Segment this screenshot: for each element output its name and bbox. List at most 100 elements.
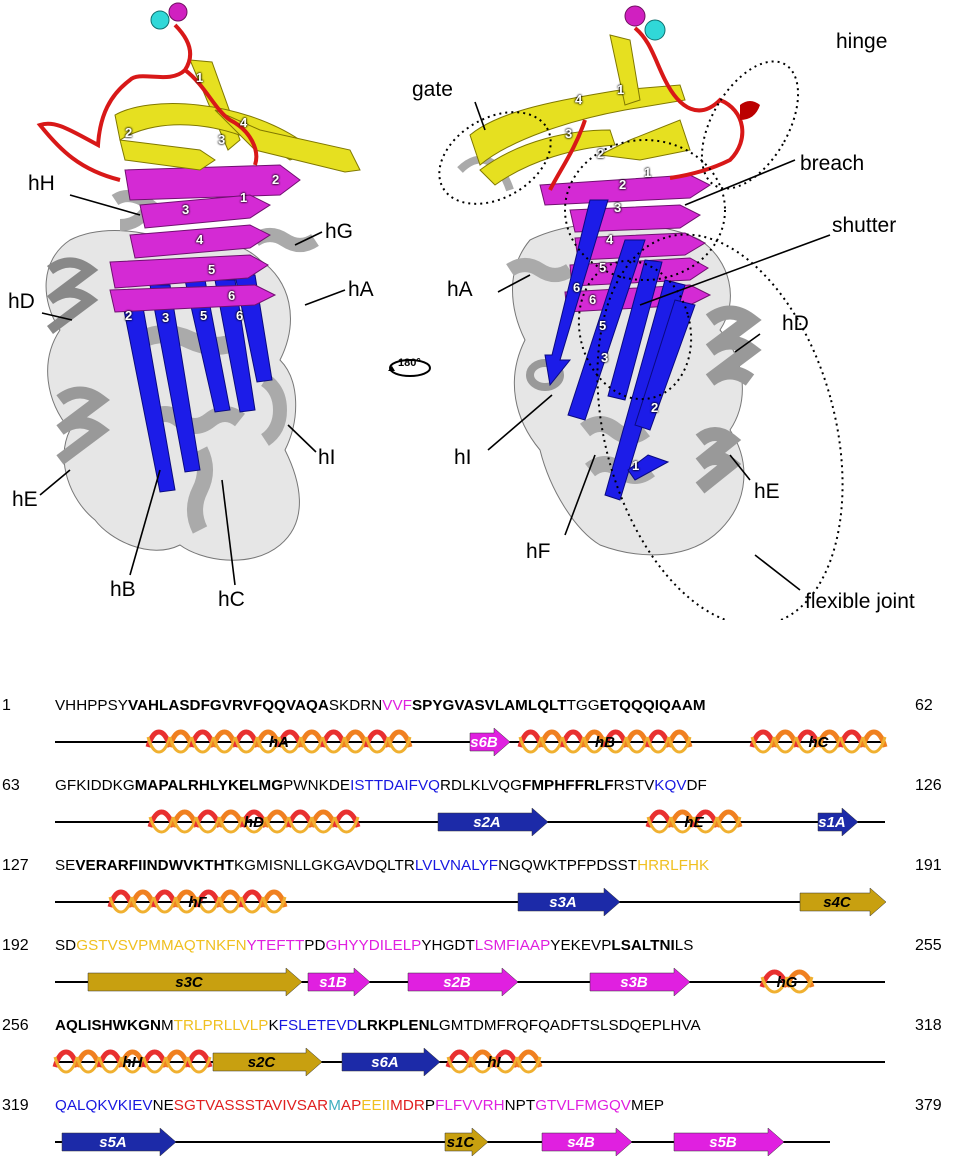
sequence-segment: LVLVNALYF	[414, 857, 499, 874]
left-strand-number: 6	[236, 308, 244, 323]
strand-arrow: s6B	[469, 727, 511, 757]
sequence-segment: TGG	[566, 697, 600, 714]
sequence-segment: NE	[152, 1097, 174, 1114]
right-strand-number: 2	[597, 146, 605, 161]
right-label-hI: hI	[454, 446, 472, 469]
sequence-segment: DF	[686, 777, 707, 794]
sequence-segment: LSMFIAAP	[474, 937, 551, 954]
right-sphere-magenta	[624, 5, 646, 27]
sequence-text-row: QALQKVKIEVNESGTVASSSTAVIVSARMAPEEIIMDRPF…	[55, 1097, 664, 1114]
sequence-segment: GTVLFMGQV	[535, 1097, 631, 1114]
sequence-segment: MEP	[631, 1097, 665, 1114]
strand-arrow: s3A	[517, 887, 621, 917]
sequence-segment: AQLISHWKGN	[55, 1017, 161, 1034]
sequence-segment: ETQQQIQAAM	[599, 697, 706, 714]
sequence-end-number: 255	[915, 937, 942, 954]
sequence-start-number: 1	[2, 697, 11, 714]
sequence-segment: TRLPRLLVLP	[173, 1017, 269, 1034]
element-label: s1C	[447, 1134, 476, 1151]
left-sphere-cyan	[150, 10, 170, 30]
left-label-hE: hE	[12, 488, 38, 511]
helix-coil: hD	[147, 809, 361, 834]
breach-ellipse	[564, 139, 726, 281]
sequence-start-number: 63	[2, 777, 20, 794]
element-label: hC	[809, 734, 830, 751]
left-label-hA: hA	[348, 278, 374, 301]
sequence-start-number: 319	[2, 1097, 29, 1114]
right-strand-number: 2	[651, 400, 659, 415]
strand-arrow: s1B	[307, 967, 371, 997]
sequence-segment: P	[424, 1097, 436, 1114]
right-label-breach: breach	[800, 152, 865, 175]
element-label: s4B	[567, 1134, 595, 1151]
right-label-hF: hF	[526, 540, 551, 563]
sequence-segment: YHGDT	[421, 937, 475, 954]
element-label: hA	[269, 734, 289, 751]
element-label: s2A	[473, 814, 501, 831]
left-strand-number: 2	[125, 308, 133, 323]
right-strand-number: 4	[575, 92, 583, 107]
strand-arrow: s1C	[444, 1127, 489, 1157]
shutter-ellipse	[577, 259, 693, 401]
element-label: s2B	[443, 974, 471, 991]
left-strand-number: 3	[182, 202, 190, 217]
strand-arrow: s3C	[87, 967, 303, 997]
sequence-segment: GHYYDILELP	[325, 937, 422, 954]
sequence-text-row: SDGSTVSVPMMAQTNKFNYTEFTTPDGHYYDILELPYHGD…	[55, 937, 693, 954]
sequence-segment: SE	[55, 857, 76, 874]
right-strand-number: 6	[589, 292, 597, 307]
sequence-segment: VAHLASDFGVRVFQQVAQA	[127, 697, 329, 714]
sequence-segment: VVF	[382, 697, 412, 714]
sequence-end-number: 126	[915, 777, 942, 794]
helix-coil: hE	[645, 809, 743, 834]
sequence-segment: LS	[674, 937, 694, 954]
sequence-segment: NGQWKTPFPDSST	[498, 857, 638, 874]
sequence-segment: SPYGVASVLAMLQLT	[411, 697, 567, 714]
right-strand-number: 1	[617, 82, 625, 97]
helix-coil: hC	[749, 729, 888, 754]
element-label: s3B	[620, 974, 648, 991]
element-label: s1A	[818, 814, 846, 831]
sequence-text-row: AQLISHWKGNMTRLPRLLVLPKFSLETEVDLRKPLENLGM…	[55, 1017, 701, 1034]
left-leader-lines	[39, 194, 346, 586]
left-structure-panel	[36, 2, 361, 561]
strand-arrow: s2B	[407, 967, 519, 997]
sequence-start-number: 192	[2, 937, 29, 954]
element-label: hG	[777, 974, 798, 991]
right-strand-number: 6	[573, 280, 581, 295]
left-strand-number: 1	[240, 190, 248, 205]
element-label: s5A	[99, 1134, 127, 1151]
sequence-segment: EEII	[361, 1097, 391, 1114]
sequence-segment: RDLKLVQG	[440, 777, 523, 794]
right-strand-number: 1	[644, 165, 652, 180]
right-sheet-A	[544, 199, 696, 501]
element-label: hE	[684, 814, 704, 831]
element-label: s1B	[319, 974, 347, 991]
sequence-segment: SGTVASSSTAVIVSAR	[173, 1097, 329, 1114]
strand-arrow: s5A	[61, 1127, 177, 1157]
element-label: s4C	[823, 894, 852, 911]
left-strand-number: 2	[272, 172, 280, 187]
sequence-segment: SD	[55, 937, 77, 954]
sequence-text-row: GFKIDDKGMAPALRHLYKELMGPWNKDEISTTDAIFVQRD…	[55, 777, 707, 794]
sequence-segment: PWNKDE	[283, 777, 351, 794]
sequence-segment: FLFVVRH	[435, 1097, 505, 1114]
secondary-structure-track: hD s2A hE s1A	[55, 807, 885, 837]
left-sphere-magenta	[168, 2, 188, 22]
sequence-segment: KGMISNLLGKGAVDQLTR	[233, 857, 415, 874]
helix-coil: hF	[107, 889, 288, 914]
left-strand-number: 3	[218, 132, 226, 147]
right-label-hD: hD	[782, 312, 809, 335]
sequence-segment: YTEFTT	[246, 937, 305, 954]
left-rcl-loop	[36, 23, 259, 182]
left-label-hG: hG	[325, 220, 354, 243]
right-hinge-helix	[740, 101, 760, 120]
sequence-end-number: 191	[915, 857, 942, 874]
right-strand-number: 3	[614, 200, 622, 215]
sequence-end-number: 62	[915, 697, 933, 714]
left-strand-number: 6	[228, 288, 236, 303]
sequence-segment: LRKPLENL	[357, 1017, 439, 1034]
sequence-start-number: 256	[2, 1017, 29, 1034]
right-label-gate: gate	[412, 78, 453, 101]
right-label-shutter: shutter	[832, 214, 897, 237]
